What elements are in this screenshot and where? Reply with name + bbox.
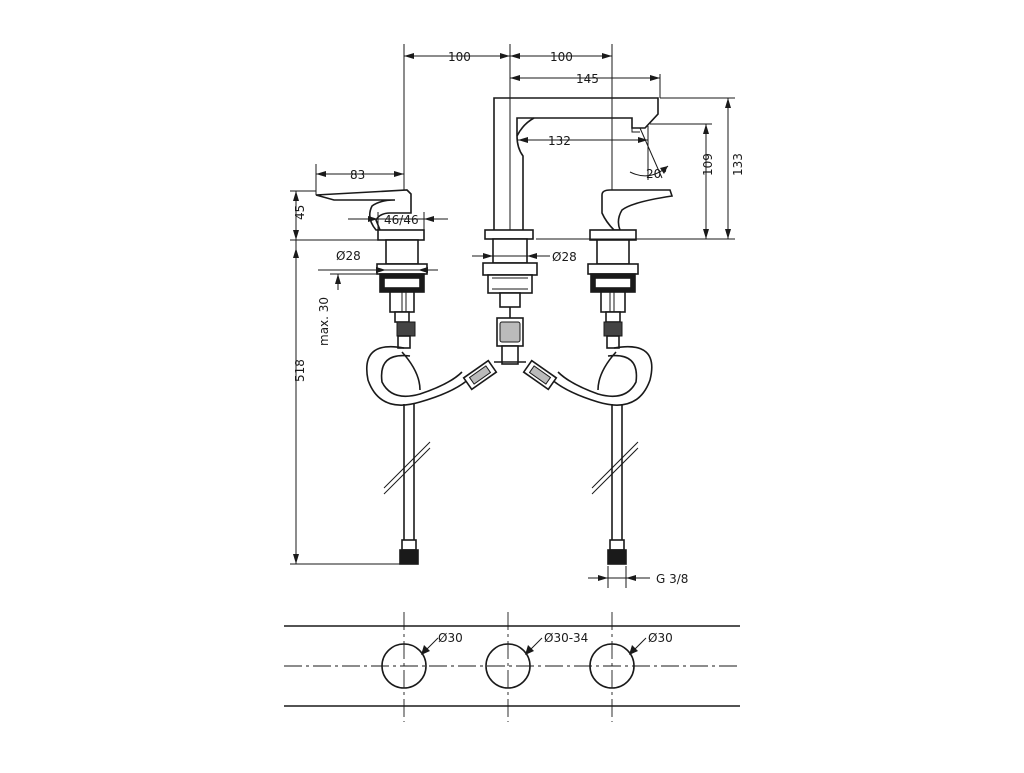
dim-100-left: 100 [448, 50, 471, 64]
dim-28-right: Ø28 [552, 250, 577, 264]
hoses [366, 346, 653, 565]
dim-max-30: max. 30 [317, 297, 331, 346]
dim-28-left: Ø28 [336, 249, 361, 263]
dim-132: 132 [548, 134, 571, 148]
countertop-hole-layout: Ø30 Ø30-34 Ø30 [284, 612, 740, 722]
dim-45: 45 [293, 205, 307, 220]
dim-133: 133 [731, 153, 745, 176]
dim-109: 109 [701, 153, 715, 176]
dim-46-46: 46/46 [384, 213, 419, 227]
spout [482, 97, 659, 365]
dim-83: 83 [350, 168, 365, 182]
dim-145: 145 [576, 72, 599, 86]
hole-right [589, 643, 635, 689]
hole-center [485, 643, 531, 689]
hole-center-label: Ø30-34 [544, 631, 588, 645]
right-handle-valve [587, 189, 674, 349]
dim-100-right: 100 [550, 50, 573, 64]
dim-thread: G 3/8 [656, 572, 688, 586]
hole-left-label: Ø30 [438, 631, 463, 645]
hole-right-label: Ø30 [648, 631, 673, 645]
dim-20-degrees: 20° [646, 167, 667, 181]
hole-left [381, 643, 427, 689]
dim-518: 518 [293, 359, 307, 382]
dimension-labels: 100 100 145 132 83 46/46 20° 109 133 45 … [293, 50, 745, 586]
dimension-lines [290, 44, 735, 588]
